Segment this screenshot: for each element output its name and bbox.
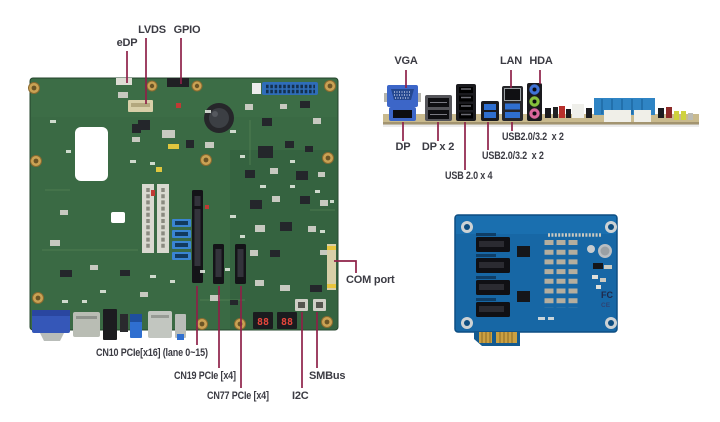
usb2-quad-stack (456, 84, 476, 121)
label-edp: eDP (116, 37, 138, 49)
rear-io-panel-photo (383, 83, 699, 127)
lan-topview-detail (151, 315, 169, 318)
white-label-area (75, 127, 108, 181)
card-edge-connector (474, 332, 520, 346)
seven-segment-display-right: 88 (277, 312, 297, 329)
label-cn77-pcie-x4: CN77 PCIe [x4] (207, 390, 269, 402)
label-lvds: LVDS (138, 24, 166, 36)
label-smbus: SMBus (309, 370, 346, 382)
atx-power-connector (252, 82, 318, 95)
label-cn19-pcie-x4: CN19 PCIe [x4] (174, 370, 236, 382)
dp-stack-topview (73, 312, 100, 337)
smbus-connector (313, 299, 326, 311)
mounting-holes (28, 80, 336, 330)
small-caps (151, 103, 209, 209)
io-strip-soft-shadow (383, 124, 699, 127)
dp-stack-detail (76, 316, 97, 319)
dp-port-under-vga (389, 107, 416, 121)
ce-logo: CE (601, 302, 611, 309)
rtc-battery (204, 103, 234, 133)
audio-topview (175, 314, 186, 340)
pcie-x4-slot-1 (213, 244, 224, 284)
label-usb20-x4: USB 2.0 x 4 (445, 170, 493, 182)
label-cn10-pcie-x16: CN10 PCIe[x16] (lane 0~15) (96, 347, 208, 359)
edp-connector (116, 78, 132, 85)
leader-com-port (334, 260, 357, 273)
card-sockets (476, 233, 510, 317)
io-strip-small-components (545, 98, 693, 122)
label-i2c: I2C (292, 390, 309, 402)
label-hda: HDA (529, 55, 553, 67)
board-edge-io-connectors (32, 309, 186, 341)
label-gpio: GPIO (173, 24, 201, 36)
dp-dual-ports (425, 95, 452, 121)
usb3-topview (130, 314, 142, 338)
dimm-sockets (142, 184, 169, 253)
lan-usb-stack (502, 86, 523, 121)
label-dp-x2: DP x 2 (421, 141, 455, 153)
usb-stack-topview (103, 309, 117, 340)
small-connector-topview (120, 314, 128, 332)
fcc-logo: FC (601, 290, 613, 300)
white-label-small (111, 212, 125, 223)
seven-segment-digits: 88 (257, 317, 269, 328)
io-strip-shadow-line (383, 122, 699, 125)
card-mounting-holes (461, 221, 617, 329)
pcie-expansion-card-photo: FC CE (454, 214, 618, 346)
pcie-x4-slot-2 (235, 244, 246, 284)
audio-jacks (527, 83, 542, 121)
label-usb2032-x2-bottom: USB2.0/3.2 x 2 (482, 150, 544, 162)
card-misc-parts (538, 244, 612, 320)
gpio-connector (167, 78, 189, 87)
pcie-x16-slot (192, 190, 203, 283)
card-chips (517, 246, 530, 302)
card-resistor-grid (544, 240, 578, 308)
seven-segment-digits: 88 (281, 317, 293, 328)
label-vga: VGA (394, 55, 418, 67)
sata-ports (172, 219, 191, 260)
label-com-port: COM port (346, 274, 395, 286)
chips-silver (50, 92, 328, 301)
vga-connector-topview (32, 310, 70, 341)
i2c-connector (295, 299, 308, 311)
chips-dark (60, 101, 322, 305)
label-usb2032-x2-top: USB2.0/3.2 x 2 (502, 131, 564, 143)
card-shading (456, 216, 616, 234)
seven-segment-display-left: 88 (253, 312, 273, 329)
lvds-connector (128, 100, 153, 112)
motherboard-photo: 88 88 (28, 77, 339, 341)
leader-lines (126, 38, 541, 388)
silkscreen-marks (50, 110, 334, 303)
usb3-dual-ports (481, 101, 499, 121)
vga-port (384, 85, 421, 107)
label-lan: LAN (499, 55, 523, 67)
com-port-connector (327, 244, 336, 290)
label-dp: DP (395, 141, 411, 153)
